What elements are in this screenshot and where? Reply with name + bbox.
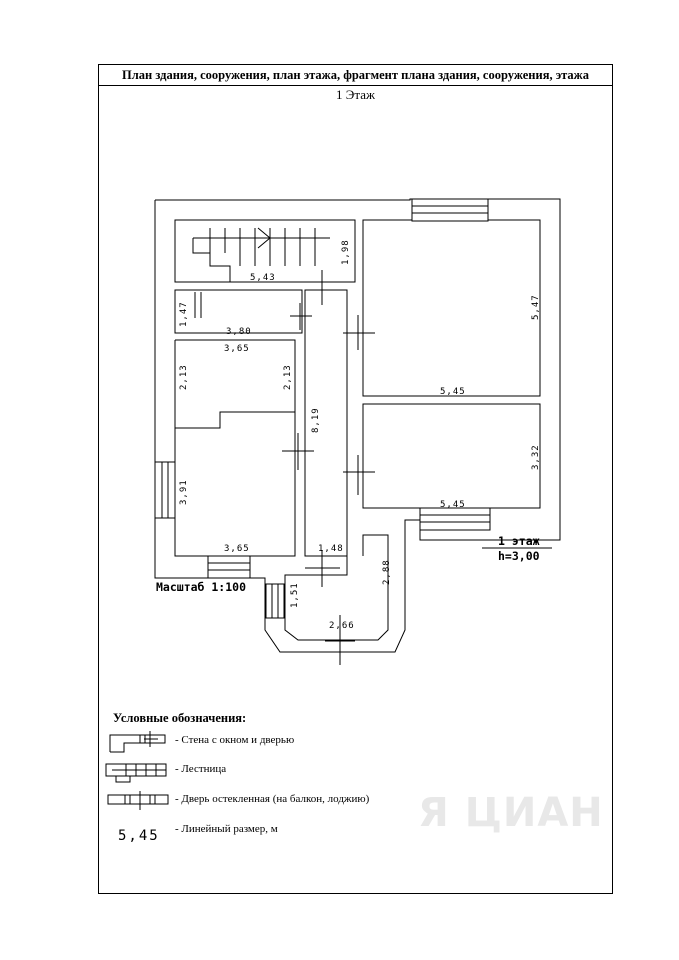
windows: [154, 198, 491, 619]
dim-stair-depth: 1,98: [341, 239, 351, 265]
storage-outline: [174, 289, 303, 334]
top-right-room-outline: [362, 219, 541, 397]
plan-sheet: План здания, сооружения, план этажа, фра…: [98, 64, 613, 894]
dim-left-notch-left: 2,13: [179, 364, 189, 390]
legend-sample-dimension: 5,45: [118, 828, 160, 844]
dim-left-room-top: 3,65: [224, 344, 250, 354]
legend-glazed-door-icon: [107, 791, 169, 810]
dim-top-right-width: 5,45: [440, 387, 466, 397]
legend-item-dimension: - Линейный размер, м: [175, 823, 278, 835]
scale-label: Масштаб 1:100: [156, 580, 246, 594]
vestibule-outline: [284, 534, 389, 641]
window-left-room-bottom: [207, 555, 251, 579]
document-title: План здания, сооружения, план этажа, фра…: [99, 65, 612, 86]
dim-left-notch-right: 2,13: [283, 364, 293, 390]
height-label: h=3,00: [498, 549, 540, 563]
bottom-right-room-outline: [362, 403, 541, 509]
dim-corridor-length: 8,19: [311, 407, 321, 433]
window-bottom-right: [419, 507, 491, 531]
dim-storage-width: 3,80: [226, 327, 252, 337]
dim-bottom-right-width: 5,45: [440, 500, 466, 510]
legend-item-stair: - Лестница: [175, 763, 227, 775]
legend-title: Условные обозначения:: [113, 711, 247, 725]
legend-item-glazed-door: - Дверь остекленная (на балкон, лоджию): [175, 793, 370, 805]
legend-stair-icon: [105, 763, 167, 783]
stair-room-outline: [174, 219, 356, 283]
dim-storage-depth: 1,47: [179, 301, 189, 327]
dim-vestibule-width: 2,66: [329, 621, 355, 631]
stair-symbol: [192, 238, 231, 282]
left-room-lower-outline: [174, 411, 296, 557]
dim-corridor-width: 1,48: [318, 544, 344, 554]
dim-stair-width: 5,43: [250, 273, 276, 283]
legend-symbols: [105, 731, 169, 810]
window-top: [411, 198, 489, 222]
window-vestibule: [265, 583, 285, 619]
dim-left-room-bottom: 3,65: [224, 544, 250, 554]
dim-top-right-depth: 5,47: [531, 294, 541, 320]
dim-vestibule-depth: 2,88: [382, 559, 392, 585]
watermark-logo: Я ЦИАН: [418, 790, 604, 836]
legend-wall-window-door-icon: [109, 731, 166, 753]
window-left: [154, 461, 176, 519]
dim-left-lower-depth: 3,91: [179, 479, 189, 505]
dim-vestibule-left: 1,51: [290, 582, 300, 608]
floor-label: 1 этаж: [498, 534, 540, 548]
floor-height-label: 1 этаж h=3,00: [482, 534, 552, 563]
legend-item-wall: - Стена с окном и дверью: [175, 734, 295, 746]
doors: [282, 270, 375, 665]
floor-caption: 1 Этаж: [336, 87, 375, 102]
dim-bottom-right-depth: 3,32: [531, 444, 541, 470]
